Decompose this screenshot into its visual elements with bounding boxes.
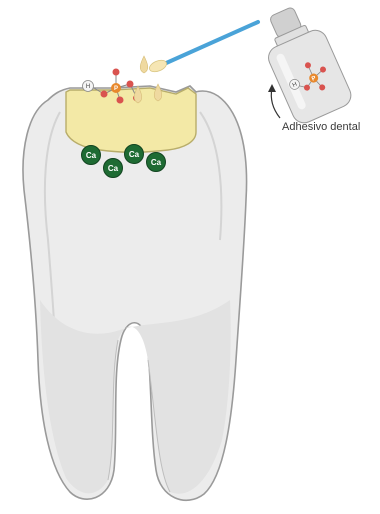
tooth-lower-shadow <box>40 300 231 494</box>
cavity-fill <box>66 88 196 152</box>
oxygen-atom <box>117 97 124 104</box>
oxygen-atom <box>127 81 134 88</box>
phosphorus-label: P <box>114 86 118 92</box>
bottle-label: Adhesivo dental <box>282 121 360 133</box>
calcium-ion-4: Ca <box>147 153 166 172</box>
swab-stick <box>164 22 258 64</box>
hydrogen-label: H <box>86 84 90 90</box>
oxygen-atom <box>113 69 120 76</box>
arrow-head-icon <box>268 84 276 92</box>
calcium-ion-1: Ca <box>82 146 101 165</box>
svg-text:Ca: Ca <box>129 150 140 159</box>
calcium-ion-3: Ca <box>104 159 123 178</box>
svg-text:Ca: Ca <box>151 158 162 167</box>
adhesive-bottle: H P <box>253 0 355 127</box>
svg-text:Ca: Ca <box>108 164 119 173</box>
calcium-ion-2: Ca <box>125 145 144 164</box>
svg-text:Ca: Ca <box>86 151 97 160</box>
cavity <box>66 88 196 152</box>
swab-tip <box>148 58 168 74</box>
curved-arrow <box>268 84 280 118</box>
oxygen-atom <box>101 91 108 98</box>
droplet <box>140 56 148 73</box>
applicator-swab <box>148 22 258 74</box>
